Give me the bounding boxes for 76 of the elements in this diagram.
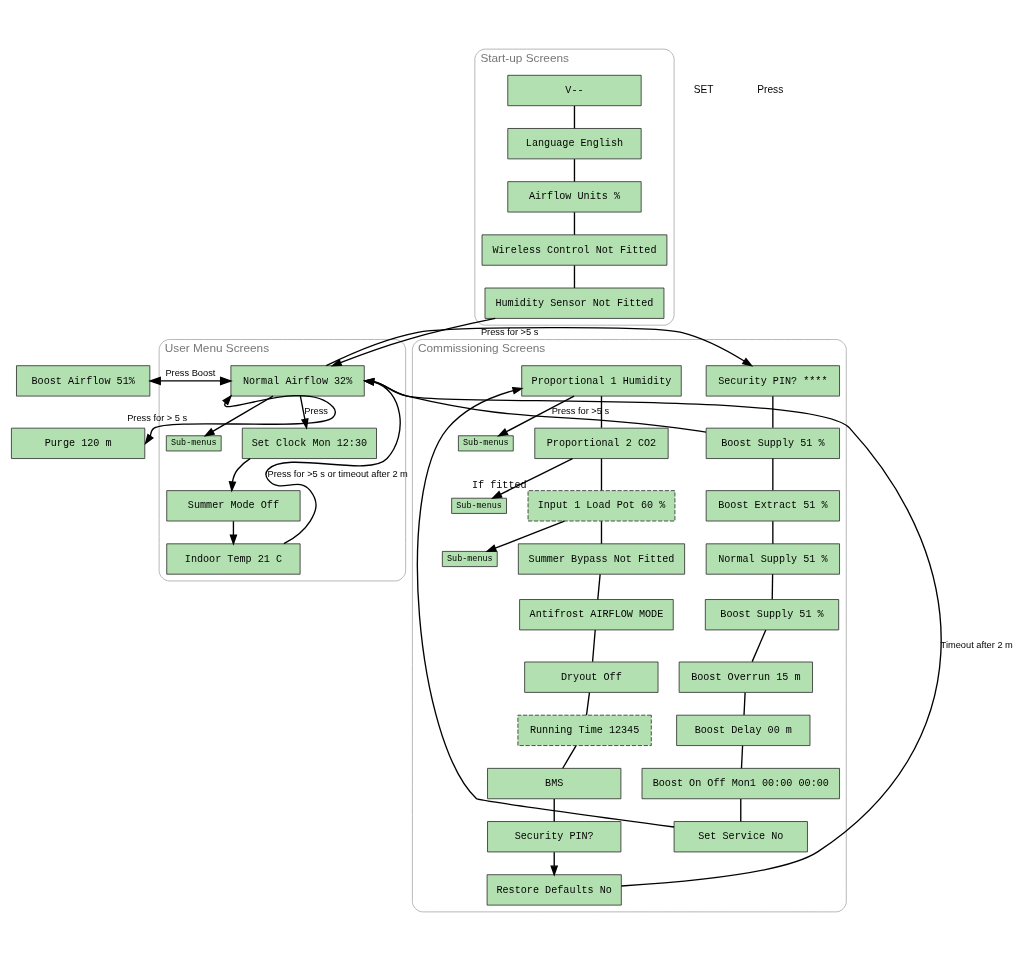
node-box: Boost Supply 51 % [705,427,840,459]
connector [600,457,603,491]
node-box: Sub-menus [457,434,514,451]
connector [562,744,577,769]
connector [573,211,576,235]
arrow [144,394,336,445]
connector [772,520,774,544]
arrow [325,326,754,367]
arrow [330,317,496,366]
node-box: Purge 120 m [11,427,146,459]
node-box: Boost Extract 51 % [705,489,840,521]
connector [591,628,596,662]
label: SET [693,83,714,95]
node-box: Boost On Off Mon1 00:00 00:00 [641,767,840,799]
node-box: Set Clock Mon 12:30 [241,427,377,459]
node-box: Sub-menus [165,434,222,451]
node-box: Humidity Sensor Not Fitted [484,287,665,319]
connector [597,573,601,600]
label: Press [757,83,784,95]
node-box: Boost Delay 00 m [676,714,811,746]
arrow [497,394,575,437]
arrow [363,377,707,433]
node-box: Restore Defaults No [486,873,622,906]
arrow [363,377,942,887]
connector [553,797,555,822]
edge-label: Press for >5 s [480,326,539,337]
edge-label: Press for > 5 s [127,412,188,423]
node-box: V-- [507,74,642,106]
node-box: Proportional 2 CO2 [534,427,669,459]
arrow [485,519,566,552]
connector [740,744,744,769]
node-box: Airflow Units % [507,180,642,212]
connector [740,797,742,822]
edge-label: Press Boost [165,367,216,378]
node-box: Security PIN? **** [705,364,840,396]
connector [573,157,576,182]
node-box: Sub-menus [451,497,507,514]
arrow [416,386,675,828]
edge-label: Press [304,405,328,416]
node-box: Boost Overrun 15 m [678,661,813,693]
node-box: Indoor Temp 21 C [166,542,301,575]
arrow [203,394,274,437]
node-box: Running Time 12345 [517,714,652,746]
node-box: Summer Mode Off [166,489,301,521]
node-box: Sub-menus [441,550,498,567]
node-box: Security PIN? [487,820,622,852]
connector [573,104,576,129]
node-box: Normal Supply 51 % [705,542,840,575]
node-box: Language English [507,127,642,159]
arrow [265,377,401,544]
node-box: Boost Airflow 51% [16,364,151,396]
node-box: Input 1 Load Pot 60 % [527,489,676,521]
node-box: BMS [487,767,622,799]
node-box: Dryout Off [524,661,659,693]
connector [751,628,767,662]
arrow [228,457,251,493]
connector [743,691,746,716]
node-box: Normal Airflow 32% [230,364,365,396]
connector [573,264,576,289]
node-box: Proportional 1 Humidity [521,364,682,396]
connector [600,520,603,544]
node-box: Set Service No [673,820,808,852]
connector [600,394,603,428]
connector [585,691,591,716]
edge-label: Press for >5 s or timeout after 2 m [267,468,408,479]
edge-label: Press for >5 s [551,405,610,416]
connector [771,573,774,600]
node-box: Boost Supply 51 % [704,598,840,630]
arrow [490,457,574,499]
arrow [148,375,233,385]
arrow [299,394,309,430]
connector [772,457,774,491]
node-box: Wireless Control Not Fitted [481,233,668,266]
node-box: Summer Bypass Not Fitted [517,542,686,575]
node-box: Antifrost AIRFLOW MODE [519,598,674,630]
connector [772,394,774,428]
